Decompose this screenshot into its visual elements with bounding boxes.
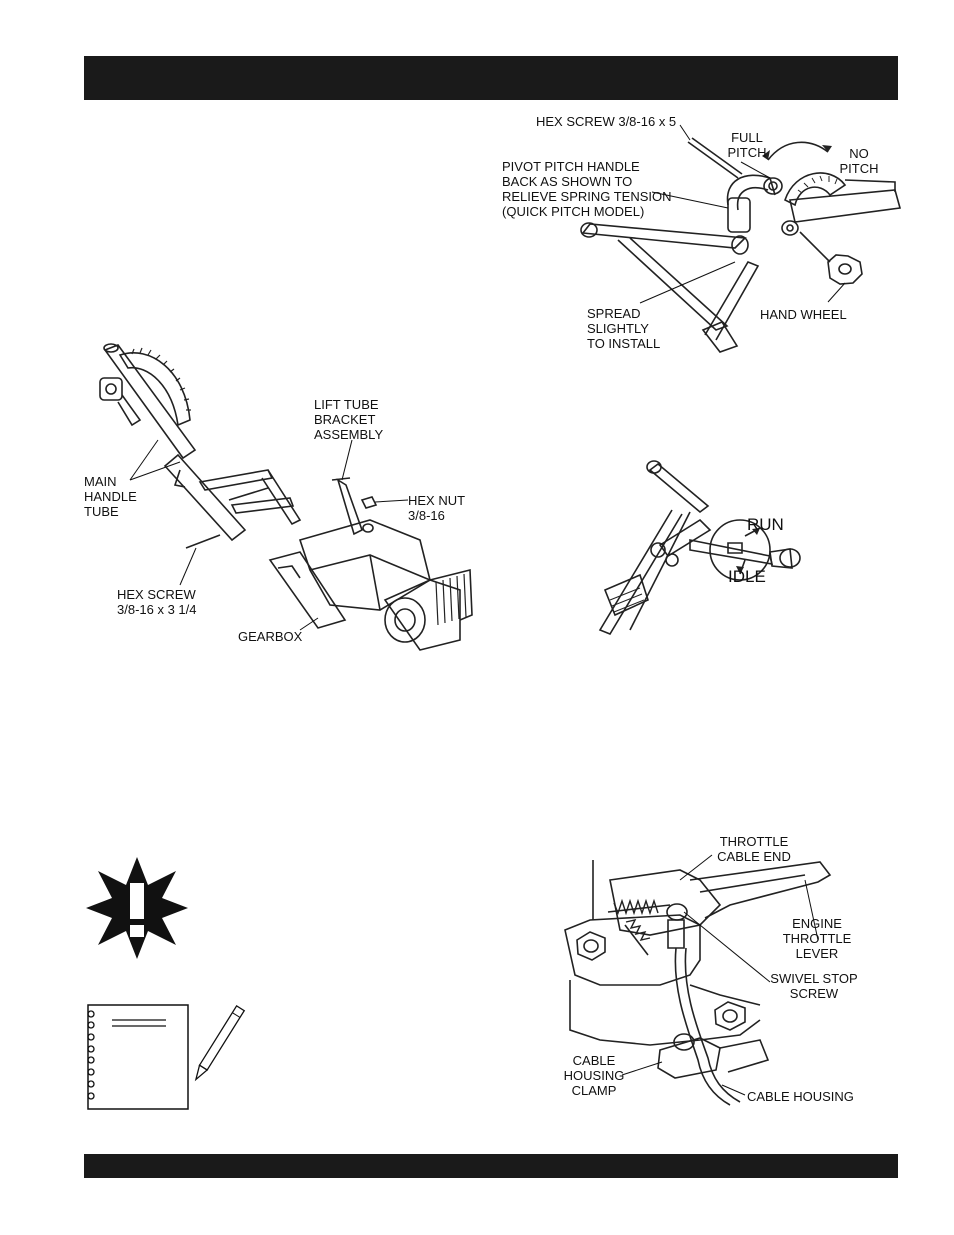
notebook-pencil-icon [82, 1000, 252, 1112]
label-full-pitch: FULL PITCH [727, 130, 767, 160]
label-cable-housing-clamp: CABLE HOUSING CLAMP [563, 1053, 625, 1098]
label-hand-wheel: HAND WHEEL [760, 307, 847, 322]
label-hex-screw-pitch: HEX SCREW 3/8-16 x 5 [536, 114, 677, 129]
label-pivot-pitch-handle: PIVOT PITCH HANDLE BACK AS SHOWN TO RELI… [502, 159, 672, 219]
label-hex-screw-handle: HEX SCREW 3/8-16 x 3 1/4 [117, 587, 197, 617]
label-lift-tube-bracket: LIFT TUBE BRACKET ASSEMBLY [314, 397, 384, 442]
label-hex-nut: HEX NUT 3/8-16 [408, 493, 466, 523]
label-main-handle-tube: MAIN HANDLE TUBE [84, 474, 137, 519]
label-throttle-cable-end: THROTTLE CABLE END [717, 834, 791, 864]
label-no-pitch: NO PITCH [839, 146, 879, 176]
label-cable-housing: CABLE HOUSING [747, 1089, 854, 1104]
footer-bar [84, 1154, 898, 1178]
header-bar [84, 56, 898, 100]
label-run: RUN [747, 515, 784, 534]
label-swivel-stop-screw: SWIVEL STOP SCREW [770, 971, 858, 1001]
label-gearbox: GEARBOX [238, 629, 303, 644]
label-engine-throttle-lever: ENGINE THROTTLE LEVER [782, 916, 852, 961]
warning-star-icon [84, 855, 190, 961]
label-spread-slightly: SPREAD SLIGHTLY TO INSTALL [587, 306, 661, 351]
label-idle: IDLE [728, 567, 766, 586]
